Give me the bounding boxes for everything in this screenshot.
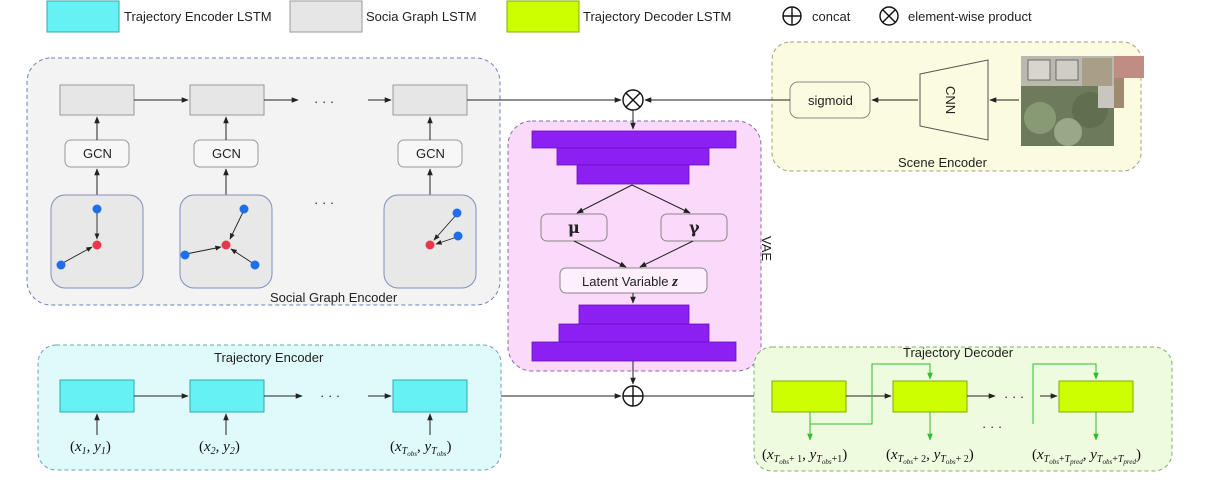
vae-encoder-bar-2 (556, 147, 710, 166)
vae-decoder-bar-1 (578, 304, 690, 325)
encoder-lstm-cell-n (392, 379, 468, 413)
encoder-input-2: (x2, y2) (199, 439, 240, 457)
legend-concat-label: concat (812, 9, 851, 24)
legend-graph-swatch (289, 0, 363, 33)
target-node (221, 240, 231, 250)
encoder-lstm-cell-1 (59, 379, 135, 413)
encoder-lstm-dots: · · · (320, 388, 340, 403)
graph-lstm-cell-1 (59, 84, 135, 116)
gamma-box (660, 213, 728, 242)
trajectory-decoder: Trajectory Decoder · · · · · · (xTobs+ 1… (753, 345, 1173, 472)
decoder-output-2: (xTobs+ 2, yTobs+ 2) (886, 447, 974, 466)
concat-operator (622, 385, 644, 407)
cnn-label: CNN (943, 86, 958, 114)
scene-encoder-title: Scene Encoder (898, 155, 988, 170)
decoder-output-1: (xTobs+ 1, yTobs+1) (762, 447, 847, 466)
trajectory-encoder-region (37, 344, 502, 471)
vae-module: VAE μ γ Latent Variable z (507, 120, 774, 372)
social-graph-n (425, 208, 463, 250)
sigmoid-label: sigmoid (808, 93, 853, 108)
element-wise-product-icon (879, 6, 899, 26)
neighbor-node (180, 250, 190, 260)
decoder-lstm-cell-2 (892, 380, 968, 413)
neighbor-node (453, 231, 463, 241)
trajectory-encoder: Trajectory Encoder · · · (x1, y1) (x2, y… (37, 344, 502, 471)
decoder-lstm-cell-n (1058, 380, 1134, 413)
legend: Trajectory Encoder LSTM Socia Graph LSTM… (46, 0, 1032, 33)
graph-lstm-cell-n (392, 84, 468, 116)
vae-decoder-bar-2 (558, 323, 710, 343)
social-graph-encoder: Social Graph Encoder · · · GCN GCN GCN ·… (26, 57, 501, 306)
scene-encoder: Scene Encoder sigmoid CNN (644, 41, 1144, 172)
graph-lstm-cell-2 (189, 84, 265, 116)
neighbor-node (452, 208, 462, 218)
legend-encoder-swatch (46, 0, 120, 33)
neighbor-node (250, 260, 260, 270)
vae-encoder-bar-1 (531, 130, 737, 149)
gcn-label-n: GCN (416, 146, 445, 161)
scene-photo (1021, 56, 1144, 146)
decoder-lstm-dots: · · · (1004, 389, 1024, 404)
mu-label: μ (568, 218, 580, 237)
target-node (425, 240, 435, 250)
social-graph-2 (180, 204, 260, 270)
vae-region (507, 120, 762, 372)
decoder-lstm-cell-1 (771, 380, 847, 413)
encoder-lstm-cell-2 (189, 379, 265, 413)
legend-product-label: element-wise product (908, 9, 1032, 24)
cnn-trapezoid (919, 59, 989, 141)
concat-icon (782, 6, 802, 26)
decoder-output-dots: · · · (982, 419, 1002, 434)
legend-encoder-label: Trajectory Encoder LSTM (124, 9, 272, 24)
neighbor-node (239, 204, 249, 214)
trajectory-encoder-title: Trajectory Encoder (214, 350, 324, 365)
legend-graph-label: Socia Graph LSTM (366, 9, 477, 24)
vae-decoder-bar-3 (531, 341, 737, 362)
vae-encoder-bar-3 (576, 164, 690, 185)
social-graph-region (26, 57, 501, 306)
decoder-output-n: (xTobs+Tpred, yTobs+Tpred) (1032, 447, 1141, 466)
encoder-input-n: (xTobs, yTobs) (390, 439, 451, 458)
gamma-label: γ (689, 218, 700, 237)
neighbor-node (56, 260, 66, 270)
encoder-input-1: (x1, y1) (70, 439, 111, 457)
gcn-label-1: GCN (83, 146, 112, 161)
graph-panel-dots: · · · (314, 195, 334, 210)
legend-decoder-label: Trajectory Decoder LSTM (583, 9, 731, 24)
social-graph-title: Social Graph Encoder (270, 290, 398, 305)
target-node (92, 240, 102, 250)
element-wise-product-operator (622, 89, 644, 111)
trajectory-decoder-title: Trajectory Decoder (903, 345, 1014, 360)
graph-lstm-dots: · · · (314, 94, 334, 109)
gcn-label-2: GCN (212, 146, 241, 161)
latent-variable-label: Latent Variable z (582, 274, 678, 290)
neighbor-node (92, 204, 102, 214)
vae-label: VAE (759, 236, 774, 261)
social-graph-1 (56, 204, 102, 270)
legend-decoder-swatch (506, 0, 580, 33)
